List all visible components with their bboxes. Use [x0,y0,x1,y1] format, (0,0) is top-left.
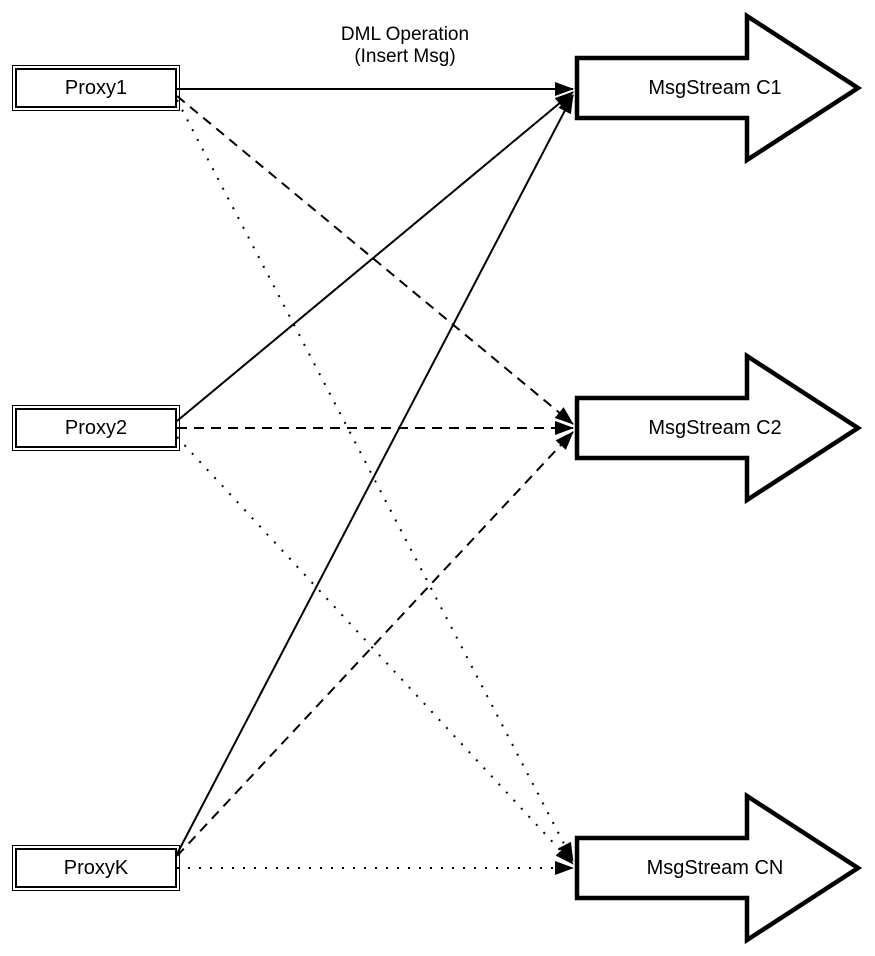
edge-proxy1-to-cn [176,99,574,862]
node-msgstream-cn-label: MsgStream CN [646,856,784,879]
diagram-title: DML Operation (Insert Msg) [255,24,555,68]
diagram-title-line2: (Insert Msg) [354,46,456,67]
edge-proxy2-to-cn [176,436,574,865]
node-proxyk: ProxyK [12,845,180,891]
msgstream-cn-arrow-shape [574,791,863,945]
msgstream-c1-arrow-shape [574,11,863,165]
node-proxy2-label: Proxy2 [64,416,128,439]
edge-proxyk-to-c1 [176,94,574,855]
node-proxy1: Proxy1 [12,65,180,111]
edge-proxyk-to-c2 [176,431,574,857]
node-proxyk-label: ProxyK [63,856,129,879]
node-msgstream-c2-label: MsgStream C2 [648,416,782,439]
node-proxy1-label: Proxy1 [64,76,128,99]
msgstream-c2-arrow-shape [574,351,863,505]
edge-proxy1-to-c2 [176,95,574,425]
node-msgstream-c1-label: MsgStream C1 [648,76,782,99]
node-proxy2: Proxy2 [12,405,180,451]
diagram-title-line1: DML Operation [340,24,470,45]
edge-proxy2-to-c1 [176,91,574,422]
